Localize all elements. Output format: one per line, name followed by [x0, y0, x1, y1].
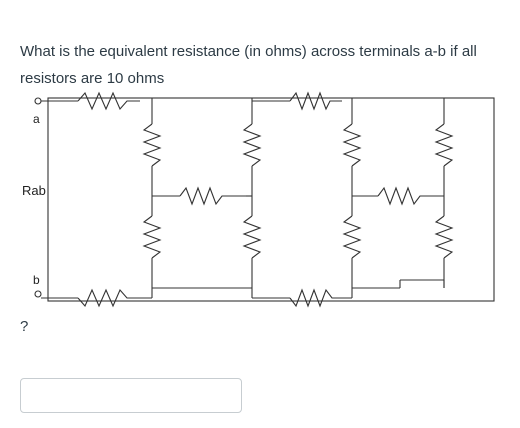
- resistor: [242, 123, 262, 167]
- resistor: [77, 288, 152, 308]
- resistor: [179, 186, 246, 206]
- terminal-b: [34, 290, 42, 298]
- frame: [47, 97, 495, 302]
- resistor: [289, 91, 342, 111]
- terminal-a-label: a: [33, 112, 40, 126]
- resistor: [342, 215, 362, 259]
- resistor: [142, 215, 162, 259]
- resistor: [342, 123, 362, 167]
- resistor: [242, 215, 262, 259]
- prompt-mark: ?: [20, 318, 29, 335]
- resistor: [434, 215, 454, 259]
- question-text: What is the equivalent resistance (in oh…: [20, 43, 477, 87]
- resistor: [377, 186, 444, 206]
- resistor: [77, 91, 140, 111]
- resistor: [142, 123, 162, 167]
- circuit-diagram: a b: [33, 91, 495, 308]
- terminal-b-label: b: [33, 273, 40, 287]
- answer-input[interactable]: [20, 378, 242, 413]
- resistor: [289, 288, 352, 308]
- terminal-a: [34, 97, 42, 105]
- rab-label: Rab: [22, 183, 46, 198]
- resistor: [434, 123, 454, 167]
